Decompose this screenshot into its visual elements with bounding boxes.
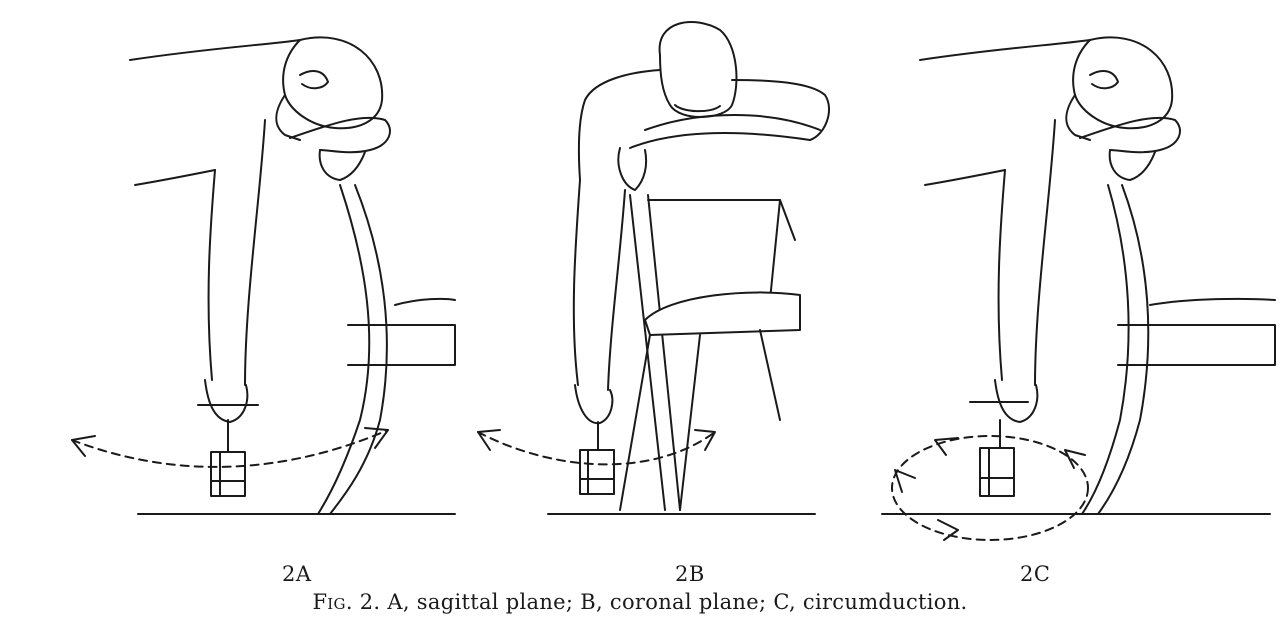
chair-seat <box>645 292 800 335</box>
figure-caption: Fig. 2. A, sagittal plane; B, coronal pl… <box>0 590 1280 614</box>
arrow-right <box>1065 450 1085 468</box>
chin <box>675 105 720 111</box>
chair-back-front <box>318 185 369 514</box>
caption-prefix: Fig. 2. <box>312 590 381 614</box>
resting-hand <box>618 148 646 190</box>
chair-leg-rear <box>760 330 780 420</box>
panel-a: 2A <box>0 0 470 586</box>
panel-label: 2A <box>282 562 312 586</box>
swing-arc <box>72 430 388 467</box>
arrow-right <box>695 430 715 450</box>
ear <box>300 71 328 88</box>
illustration-circumduction <box>850 0 1280 560</box>
right-shoulder <box>732 80 829 140</box>
panel-c: 2C <box>850 0 1280 586</box>
chair-seat <box>348 325 455 365</box>
arrow-left <box>895 470 915 492</box>
panel-label: 2C <box>1020 562 1051 586</box>
arm-back <box>1035 120 1055 385</box>
resting-forearm-under <box>630 133 810 148</box>
chair-back-rear <box>1098 185 1148 514</box>
illustration-sagittal-plane <box>0 0 470 560</box>
arm-front <box>999 170 1005 380</box>
chair-post-right <box>770 200 780 300</box>
head-outline <box>283 37 382 128</box>
chair-legs-front <box>620 335 700 510</box>
chair-seat <box>1118 325 1275 365</box>
arm-outer <box>574 180 580 385</box>
panel-label: 2B <box>675 562 705 586</box>
torso-underside <box>135 170 215 185</box>
chair-top-rail <box>648 200 795 240</box>
resting-hand <box>1110 150 1155 180</box>
head-outline <box>1073 37 1172 128</box>
chair-back-front <box>1082 185 1129 514</box>
left-shoulder <box>579 70 660 180</box>
face-profile <box>276 95 300 140</box>
illustration-coronal-plane <box>470 0 850 560</box>
back-outline <box>130 40 300 60</box>
arrow-right <box>365 428 388 448</box>
arm-front <box>209 170 215 380</box>
swing-arc <box>478 432 715 464</box>
head-outline <box>660 22 737 117</box>
arm-back <box>245 120 265 385</box>
circumduction-path <box>892 436 1088 540</box>
weight <box>580 450 614 494</box>
panel-b: 2B <box>470 0 850 586</box>
hanging-hand <box>205 380 247 422</box>
chair-back-rear <box>330 185 387 514</box>
caption-text: A, sagittal plane; B, coronal plane; C, … <box>387 590 968 614</box>
resting-forearm <box>645 115 820 130</box>
resting-hand <box>320 150 365 180</box>
arrow-left <box>478 430 500 450</box>
arrow-top <box>935 438 958 455</box>
chair-edge <box>395 299 455 305</box>
resting-forearm <box>1080 118 1180 152</box>
resting-forearm <box>290 118 390 152</box>
hanging-hand <box>995 380 1037 422</box>
hanging-hand <box>575 385 612 423</box>
ear <box>1090 71 1118 88</box>
arrow-bottom <box>938 520 958 540</box>
weight <box>980 448 1014 496</box>
arm-inner <box>608 190 625 390</box>
face-profile <box>1066 95 1090 140</box>
back-outline <box>920 40 1090 60</box>
chair-post-left-inner <box>648 195 680 510</box>
chair-edge <box>1150 299 1275 305</box>
torso-underside <box>925 170 1005 185</box>
arrow-left <box>72 436 95 456</box>
weight <box>211 452 245 496</box>
